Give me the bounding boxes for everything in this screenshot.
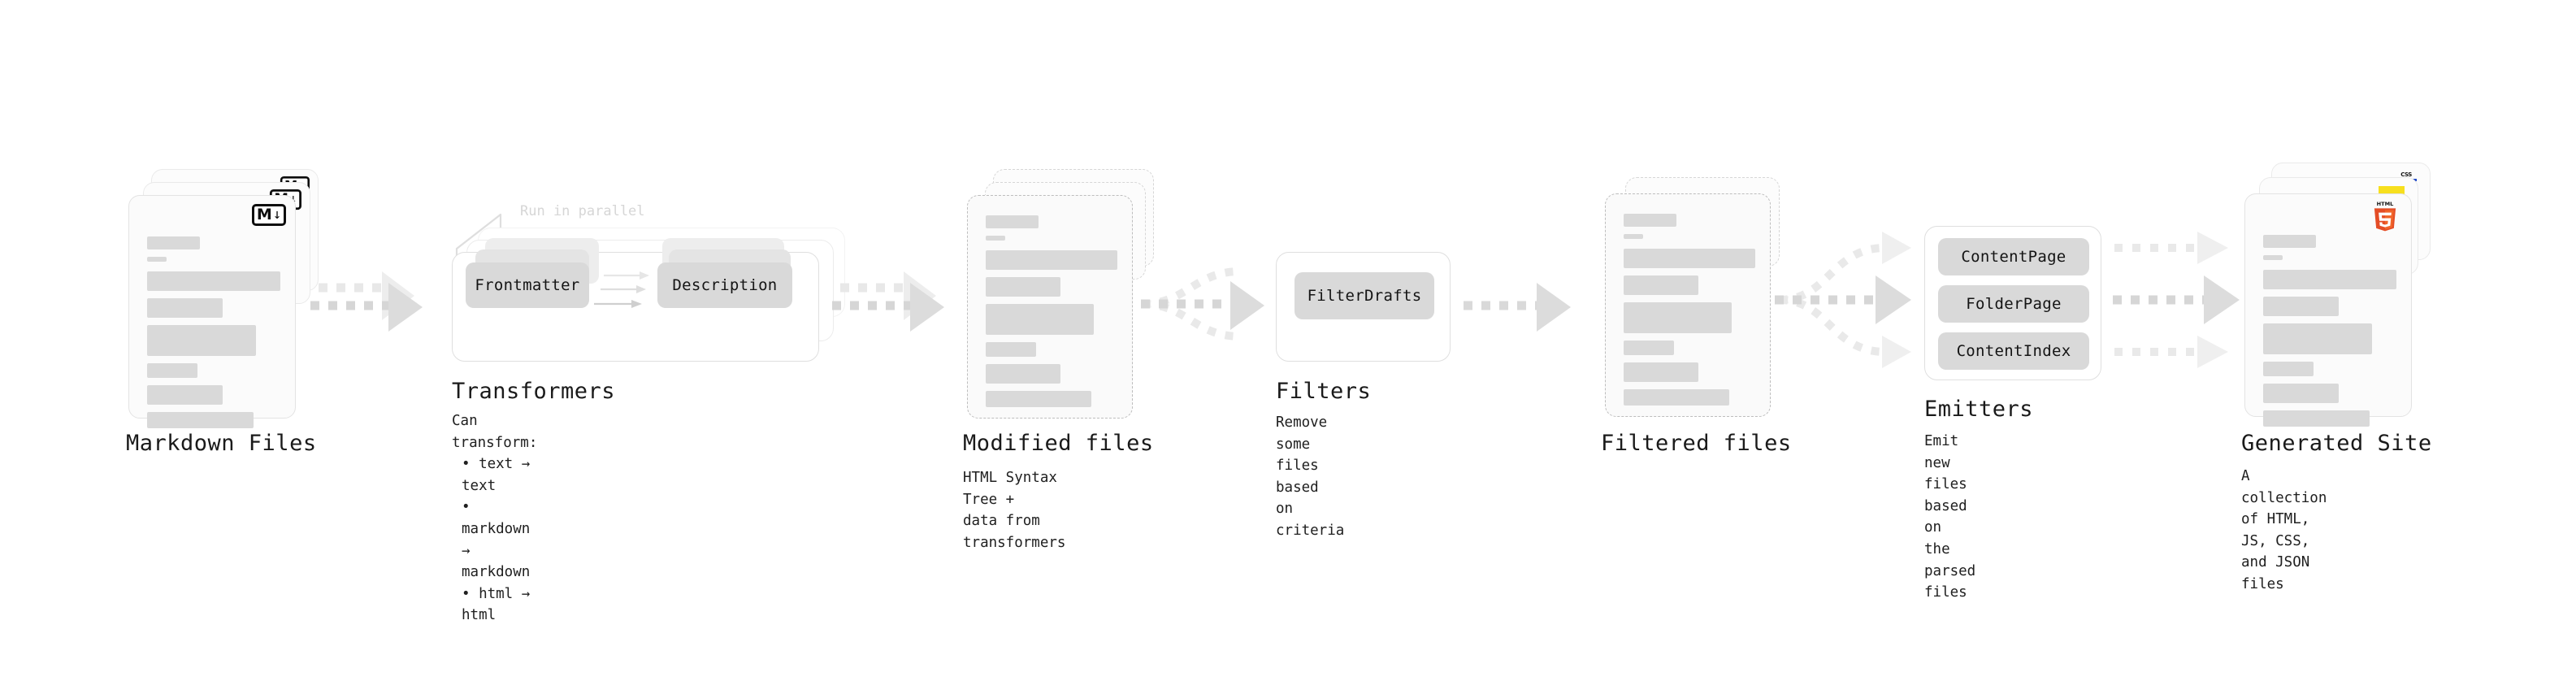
skeleton-bar: [986, 277, 1061, 297]
skeleton-bar: [147, 325, 257, 356]
skeleton-bar: [1624, 362, 1699, 382]
filter-pill-label: FilterDrafts: [1307, 287, 1422, 305]
file-skeleton: [986, 215, 1117, 414]
skeleton-bar: [147, 236, 200, 249]
skeleton-bar: [1624, 214, 1676, 227]
markdown-badge-arrow-icon: ↓: [272, 206, 282, 223]
skeleton-bar: [147, 257, 167, 262]
filter-pill-filterdrafts[interactable]: FilterDrafts: [1295, 272, 1434, 319]
emitters-description: Emit new files based on the parsed files: [1924, 433, 1976, 601]
emitters-box[interactable]: ContentPage FolderPage ContentIndex: [1924, 226, 2101, 380]
skeleton-bar: [986, 236, 1005, 241]
skeleton-bar: [2263, 410, 2370, 427]
site-file-card-front[interactable]: HTML: [2244, 193, 2412, 427]
filters-box[interactable]: FilterDrafts: [1276, 252, 1451, 362]
stage-title-generated-site: Generated Site: [2241, 431, 2432, 456]
emitter-pill-label: ContentPage: [1961, 248, 2066, 266]
arrow-modified-to-filters: [1141, 267, 1264, 340]
skeleton-bar: [2263, 270, 2396, 289]
file-skeleton: [2263, 235, 2396, 434]
transformers-description: Can transform: • text → text • markdown …: [452, 410, 537, 627]
emitter-pill-folderpage[interactable]: FolderPage: [1938, 285, 2089, 323]
emitter-pill-contentindex[interactable]: ContentIndex: [1938, 332, 2089, 370]
skeleton-bar: [147, 363, 198, 378]
arrow-filtered-to-emitters: [1775, 232, 1911, 368]
arrow-markdown-to-transformers: [310, 271, 423, 332]
skeleton-bar: [1624, 234, 1643, 239]
skeleton-bar: [147, 271, 280, 291]
arrow-emitters-to-site: [2113, 232, 2240, 368]
svg-text:HTML: HTML: [2377, 201, 2394, 207]
skeleton-bar: [1624, 249, 1755, 268]
skeleton-bar: [147, 385, 223, 405]
transformer-inner-arrows: [594, 271, 649, 308]
skeleton-bar: [2263, 255, 2283, 260]
markdown-file-card-front[interactable]: M ↓: [128, 195, 296, 428]
emitter-pill-label: FolderPage: [1966, 295, 2062, 313]
generated-site-description: A collection of HTML, JS, CSS, and JSON …: [2241, 468, 2327, 592]
stage-title-filters: Filters: [1276, 379, 1372, 404]
stage-title-markdown-files: Markdown Files: [126, 431, 317, 456]
skeleton-bar: [986, 250, 1117, 270]
skeleton-bar: [986, 215, 1039, 228]
skeleton-bar: [1624, 340, 1674, 355]
skeleton-bar: [147, 298, 223, 318]
transformers-desc-line: • text → text: [462, 456, 531, 494]
filters-description: Remove some files based on criteria: [1276, 414, 1345, 539]
emitter-pill-label: ContentIndex: [1956, 342, 2071, 360]
skeleton-bar: [986, 304, 1094, 335]
skeleton-bar: [1624, 389, 1729, 406]
run-in-parallel-label: Run in parallel: [520, 203, 645, 219]
transformers-desc-line: Can transform:: [452, 413, 538, 451]
file-skeleton: [1624, 214, 1755, 413]
skeleton-bar: [2263, 235, 2316, 248]
skeleton-bar: [986, 364, 1061, 384]
stage-title-filtered-files: Filtered files: [1601, 431, 1792, 456]
transformer-pill-frontmatter[interactable]: Frontmatter: [466, 262, 589, 308]
skeleton-bar: [1624, 275, 1699, 295]
skeleton-bar: [2263, 323, 2373, 354]
markdown-badge-letter: M: [256, 206, 272, 223]
file-skeleton: [147, 236, 280, 436]
skeleton-bar: [2263, 384, 2340, 403]
skeleton-bar: [2263, 362, 2314, 376]
skeleton-bar: [986, 342, 1036, 357]
transformer-pill-description[interactable]: Description: [657, 262, 792, 308]
transformers-desc-line: • markdown → markdown: [462, 499, 531, 581]
arrow-filters-to-filtered: [1464, 283, 1571, 332]
stage-title-emitters: Emitters: [1924, 397, 2034, 422]
transformers-desc-line: • html → html: [462, 585, 531, 624]
emitter-pill-contentpage[interactable]: ContentPage: [1938, 238, 2089, 275]
transformers-box-front[interactable]: Frontmatter Description: [452, 238, 819, 362]
modified-file-card-front[interactable]: [967, 195, 1133, 419]
arrow-transformers-to-modified: [832, 271, 944, 332]
filtered-file-card-front[interactable]: [1605, 193, 1771, 417]
skeleton-bar: [147, 412, 254, 428]
modified-files-description: HTML Syntax Tree + data from transformer…: [963, 470, 1066, 551]
stage-title-transformers: Transformers: [452, 379, 616, 404]
transformer-pill-label: Frontmatter: [475, 276, 580, 294]
transformer-pill-label: Description: [672, 276, 778, 294]
html5-badge-icon: HTML: [2374, 201, 2396, 232]
stage-title-modified-files: Modified files: [963, 431, 1154, 456]
css-badge-label: CSS: [2400, 171, 2412, 178]
skeleton-bar: [2263, 297, 2340, 316]
markdown-badge-front: M ↓: [252, 204, 286, 226]
skeleton-bar: [986, 391, 1091, 407]
skeleton-bar: [1624, 302, 1732, 333]
